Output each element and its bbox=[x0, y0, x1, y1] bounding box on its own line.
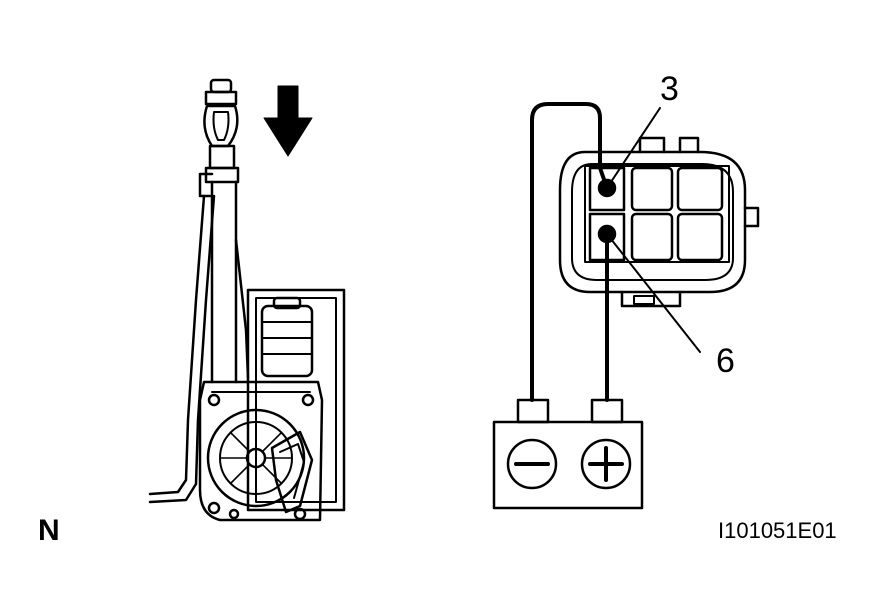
battery bbox=[492, 398, 644, 510]
wire-negative bbox=[530, 102, 609, 402]
antenna-connector bbox=[558, 136, 760, 308]
terminal-3-leader bbox=[606, 107, 661, 189]
figure-code: I101051E01 bbox=[718, 518, 837, 543]
down-arrow-icon bbox=[263, 85, 313, 157]
terminal-6-label: 6 bbox=[716, 342, 735, 380]
minus-icon bbox=[506, 438, 558, 490]
power-antenna-assembly bbox=[148, 78, 346, 522]
plus-icon bbox=[580, 438, 632, 490]
terminal-3-label: 3 bbox=[660, 70, 679, 108]
corner-mark: N bbox=[38, 514, 60, 547]
terminal-6-leader bbox=[606, 233, 701, 353]
